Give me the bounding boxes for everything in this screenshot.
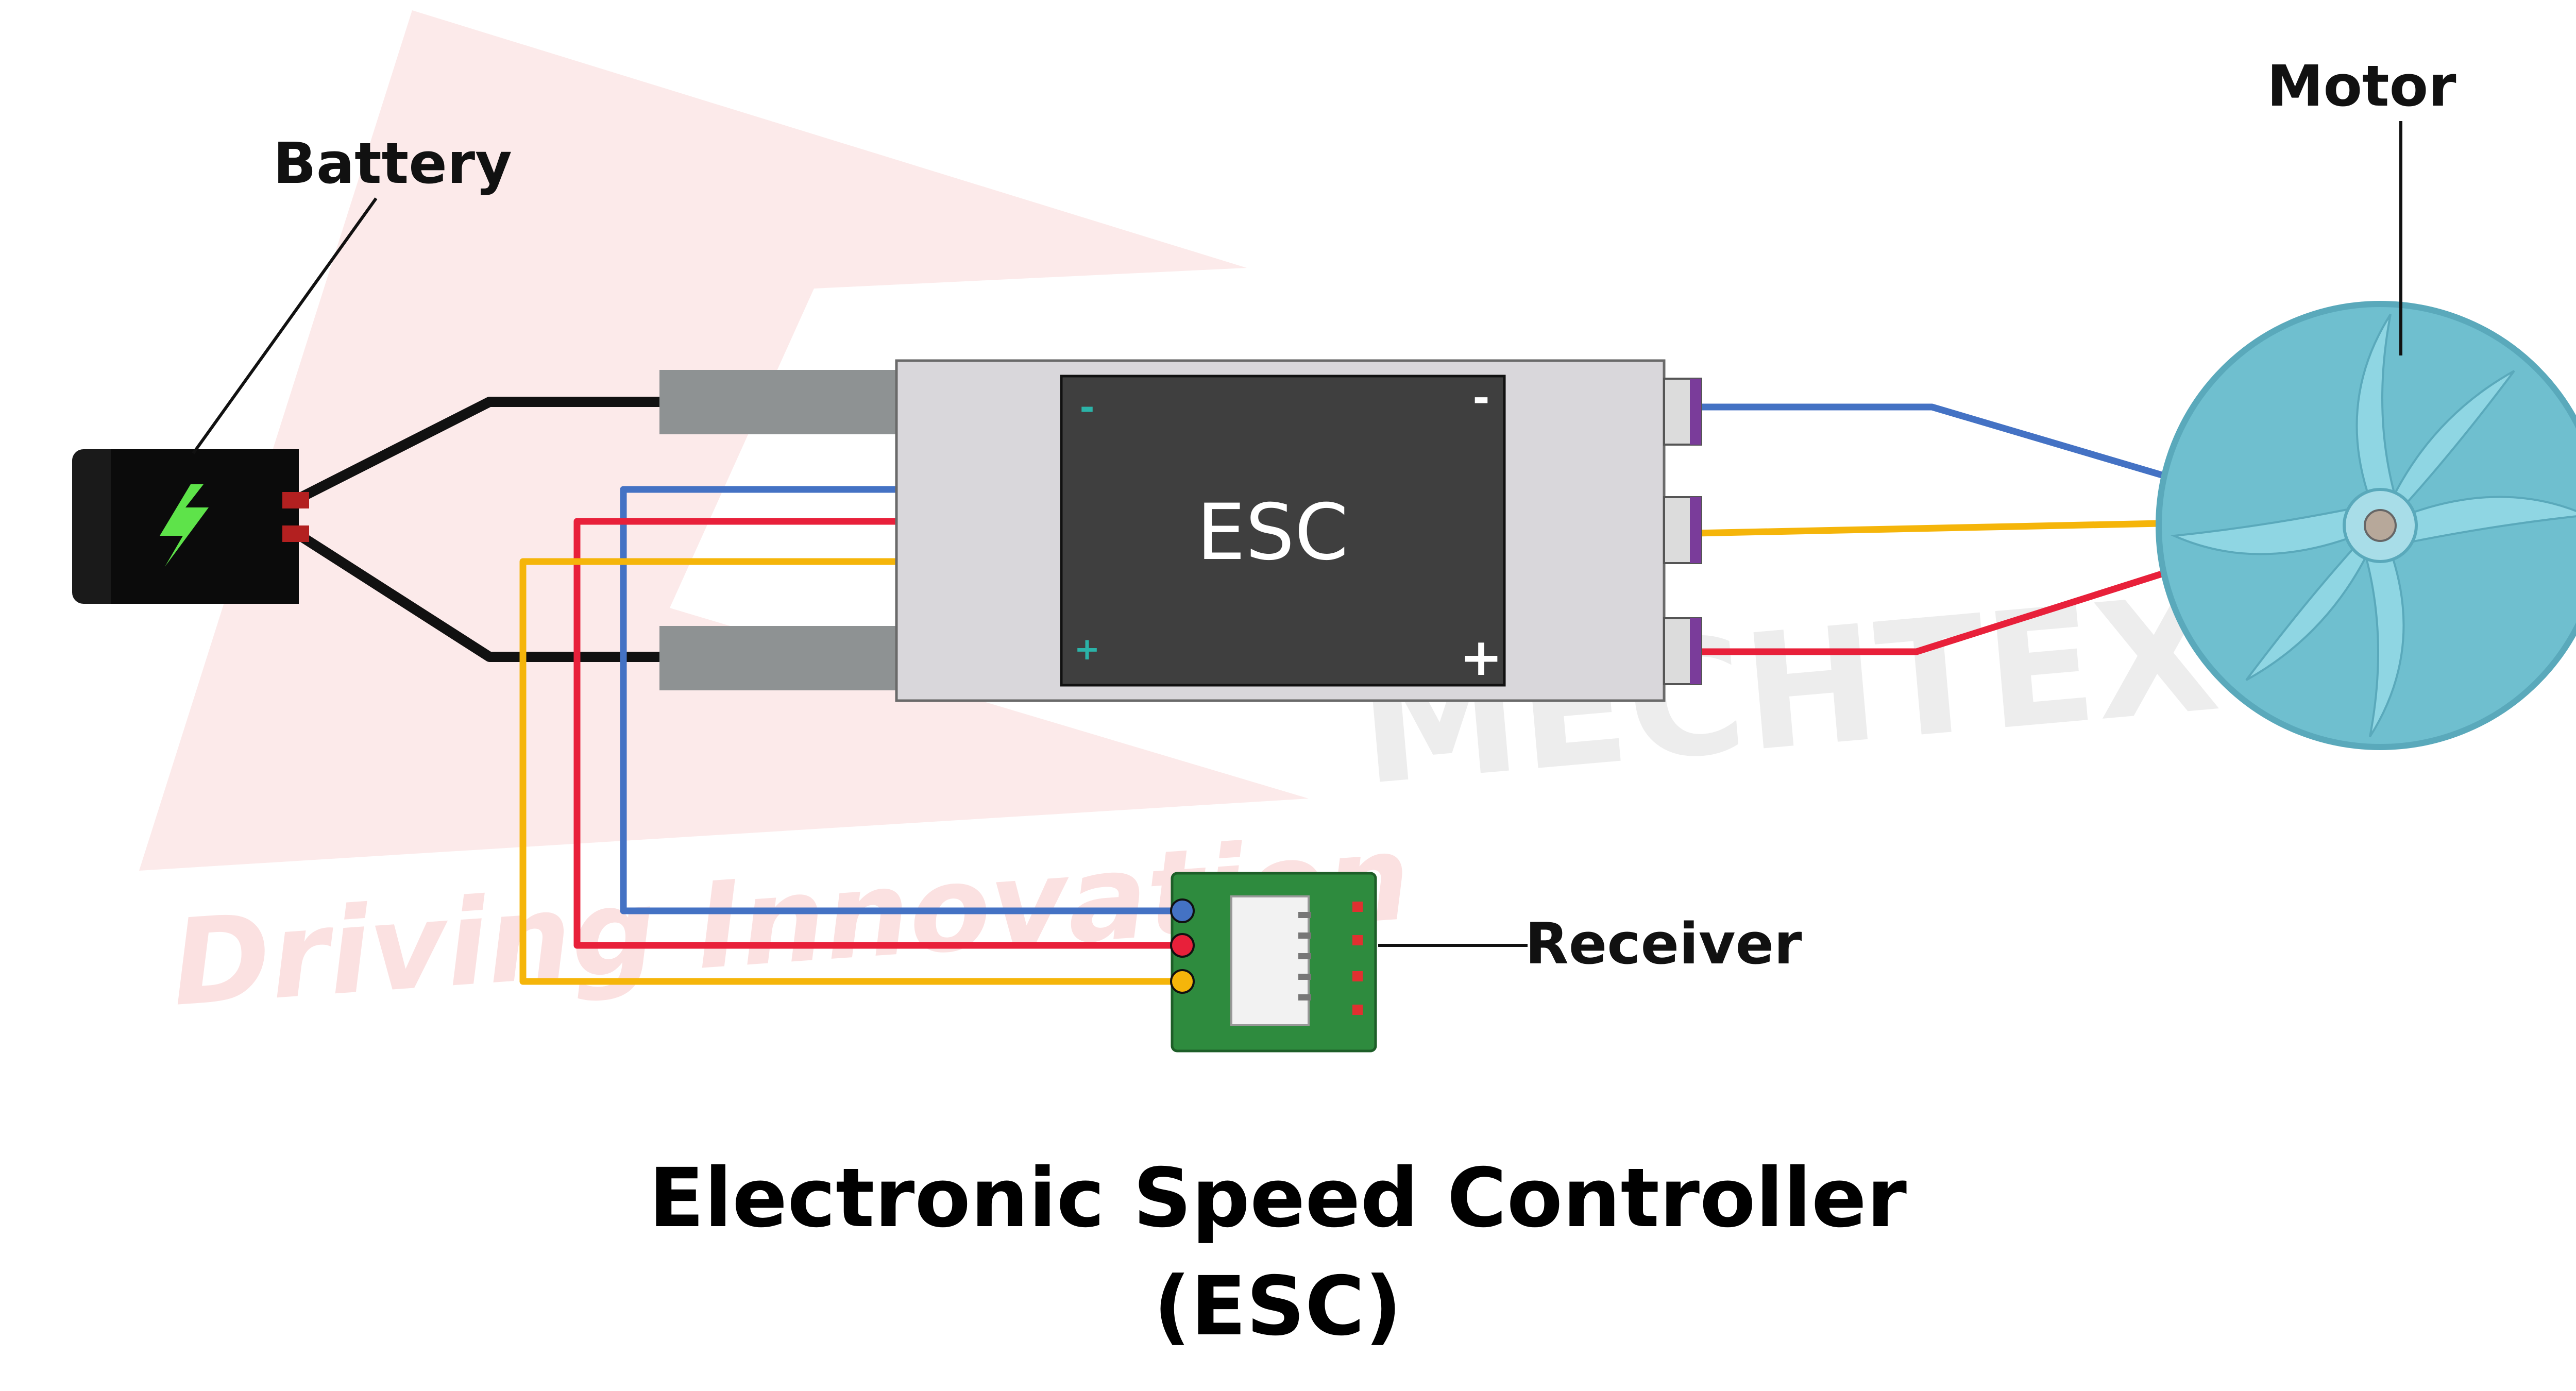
receiver-led <box>1352 902 1363 912</box>
receiver-label: Receiver <box>1525 911 1802 977</box>
battery-wire-bottom <box>293 529 665 662</box>
battery-terminal-positive <box>282 492 309 508</box>
esc-connector-2-pin <box>1690 497 1701 563</box>
motor-blade <box>2170 503 2382 555</box>
esc-power-lead-bottom <box>659 626 896 690</box>
receiver-pad-blue <box>1170 898 1195 923</box>
receiver-pin <box>1298 912 1311 918</box>
esc-plus-left: + <box>1074 631 1100 667</box>
esc-panel <box>1060 375 1506 687</box>
receiver-pin <box>1298 994 1311 1000</box>
receiver-pad-red <box>1170 933 1195 958</box>
receiver-leds <box>1352 902 1363 1015</box>
battery <box>72 449 309 604</box>
motor-fan-icon <box>2156 301 2576 750</box>
motor-blade <box>2378 370 2515 529</box>
motor-rim <box>2156 301 2576 750</box>
receiver-connector-pins <box>1298 912 1311 1000</box>
receiver-led <box>1352 1005 1363 1015</box>
motor-shaft <box>2364 509 2397 542</box>
receiver-led <box>1352 935 1363 945</box>
battery-callout-line <box>192 197 378 454</box>
motor-wire-yellow <box>1694 519 2185 537</box>
signal-wire-yellow <box>519 558 1182 985</box>
motor-blades <box>2170 313 2576 738</box>
esc-label: ESC <box>1197 488 1349 578</box>
watermark-logo-shape <box>139 10 1309 871</box>
esc: ESC - - + + <box>895 359 1702 702</box>
motor-blade <box>2379 496 2576 548</box>
motor-blade <box>2358 524 2405 738</box>
receiver-pin <box>1298 974 1311 980</box>
motor-wire-blue <box>1695 403 2185 485</box>
battery-cap <box>111 449 299 604</box>
battery-wire-top <box>294 397 665 504</box>
receiver <box>1170 872 1377 1053</box>
motor-wire-red <box>1695 563 2185 655</box>
receiver-pad-yellow <box>1170 969 1195 994</box>
signal-wire-blue <box>620 486 1182 914</box>
esc-connector-1-pin <box>1690 379 1701 445</box>
page-title-line-1: Electronic Speed Controller <box>649 1151 1907 1246</box>
motor-wires <box>1694 403 2185 655</box>
motor-blade <box>2245 522 2383 681</box>
receiver-pin <box>1298 932 1311 939</box>
signal-wire-red <box>573 518 1182 949</box>
callout-lines <box>192 121 2402 947</box>
battery-label: Battery <box>273 130 512 196</box>
motor-label: Motor <box>2267 53 2456 119</box>
battery-terminal-negative <box>282 525 309 542</box>
esc-connector-3-pin <box>1690 618 1701 684</box>
esc-minus-left: - <box>1079 386 1094 429</box>
esc-output-connectors <box>1663 378 1702 685</box>
page-title-line-2: (ESC) <box>1154 1259 1402 1354</box>
receiver-pin <box>1298 953 1311 959</box>
battery-wires <box>293 397 665 662</box>
signal-wires <box>519 486 1182 985</box>
receiver-led <box>1352 971 1363 981</box>
receiver-connector <box>1230 895 1310 1026</box>
motor-blade <box>2355 313 2402 527</box>
esc-minus-right: - <box>1472 374 1489 422</box>
battery-bolt-icon <box>160 484 209 567</box>
esc-plus-right: + <box>1460 627 1503 687</box>
esc-power-lead-top <box>659 370 896 434</box>
